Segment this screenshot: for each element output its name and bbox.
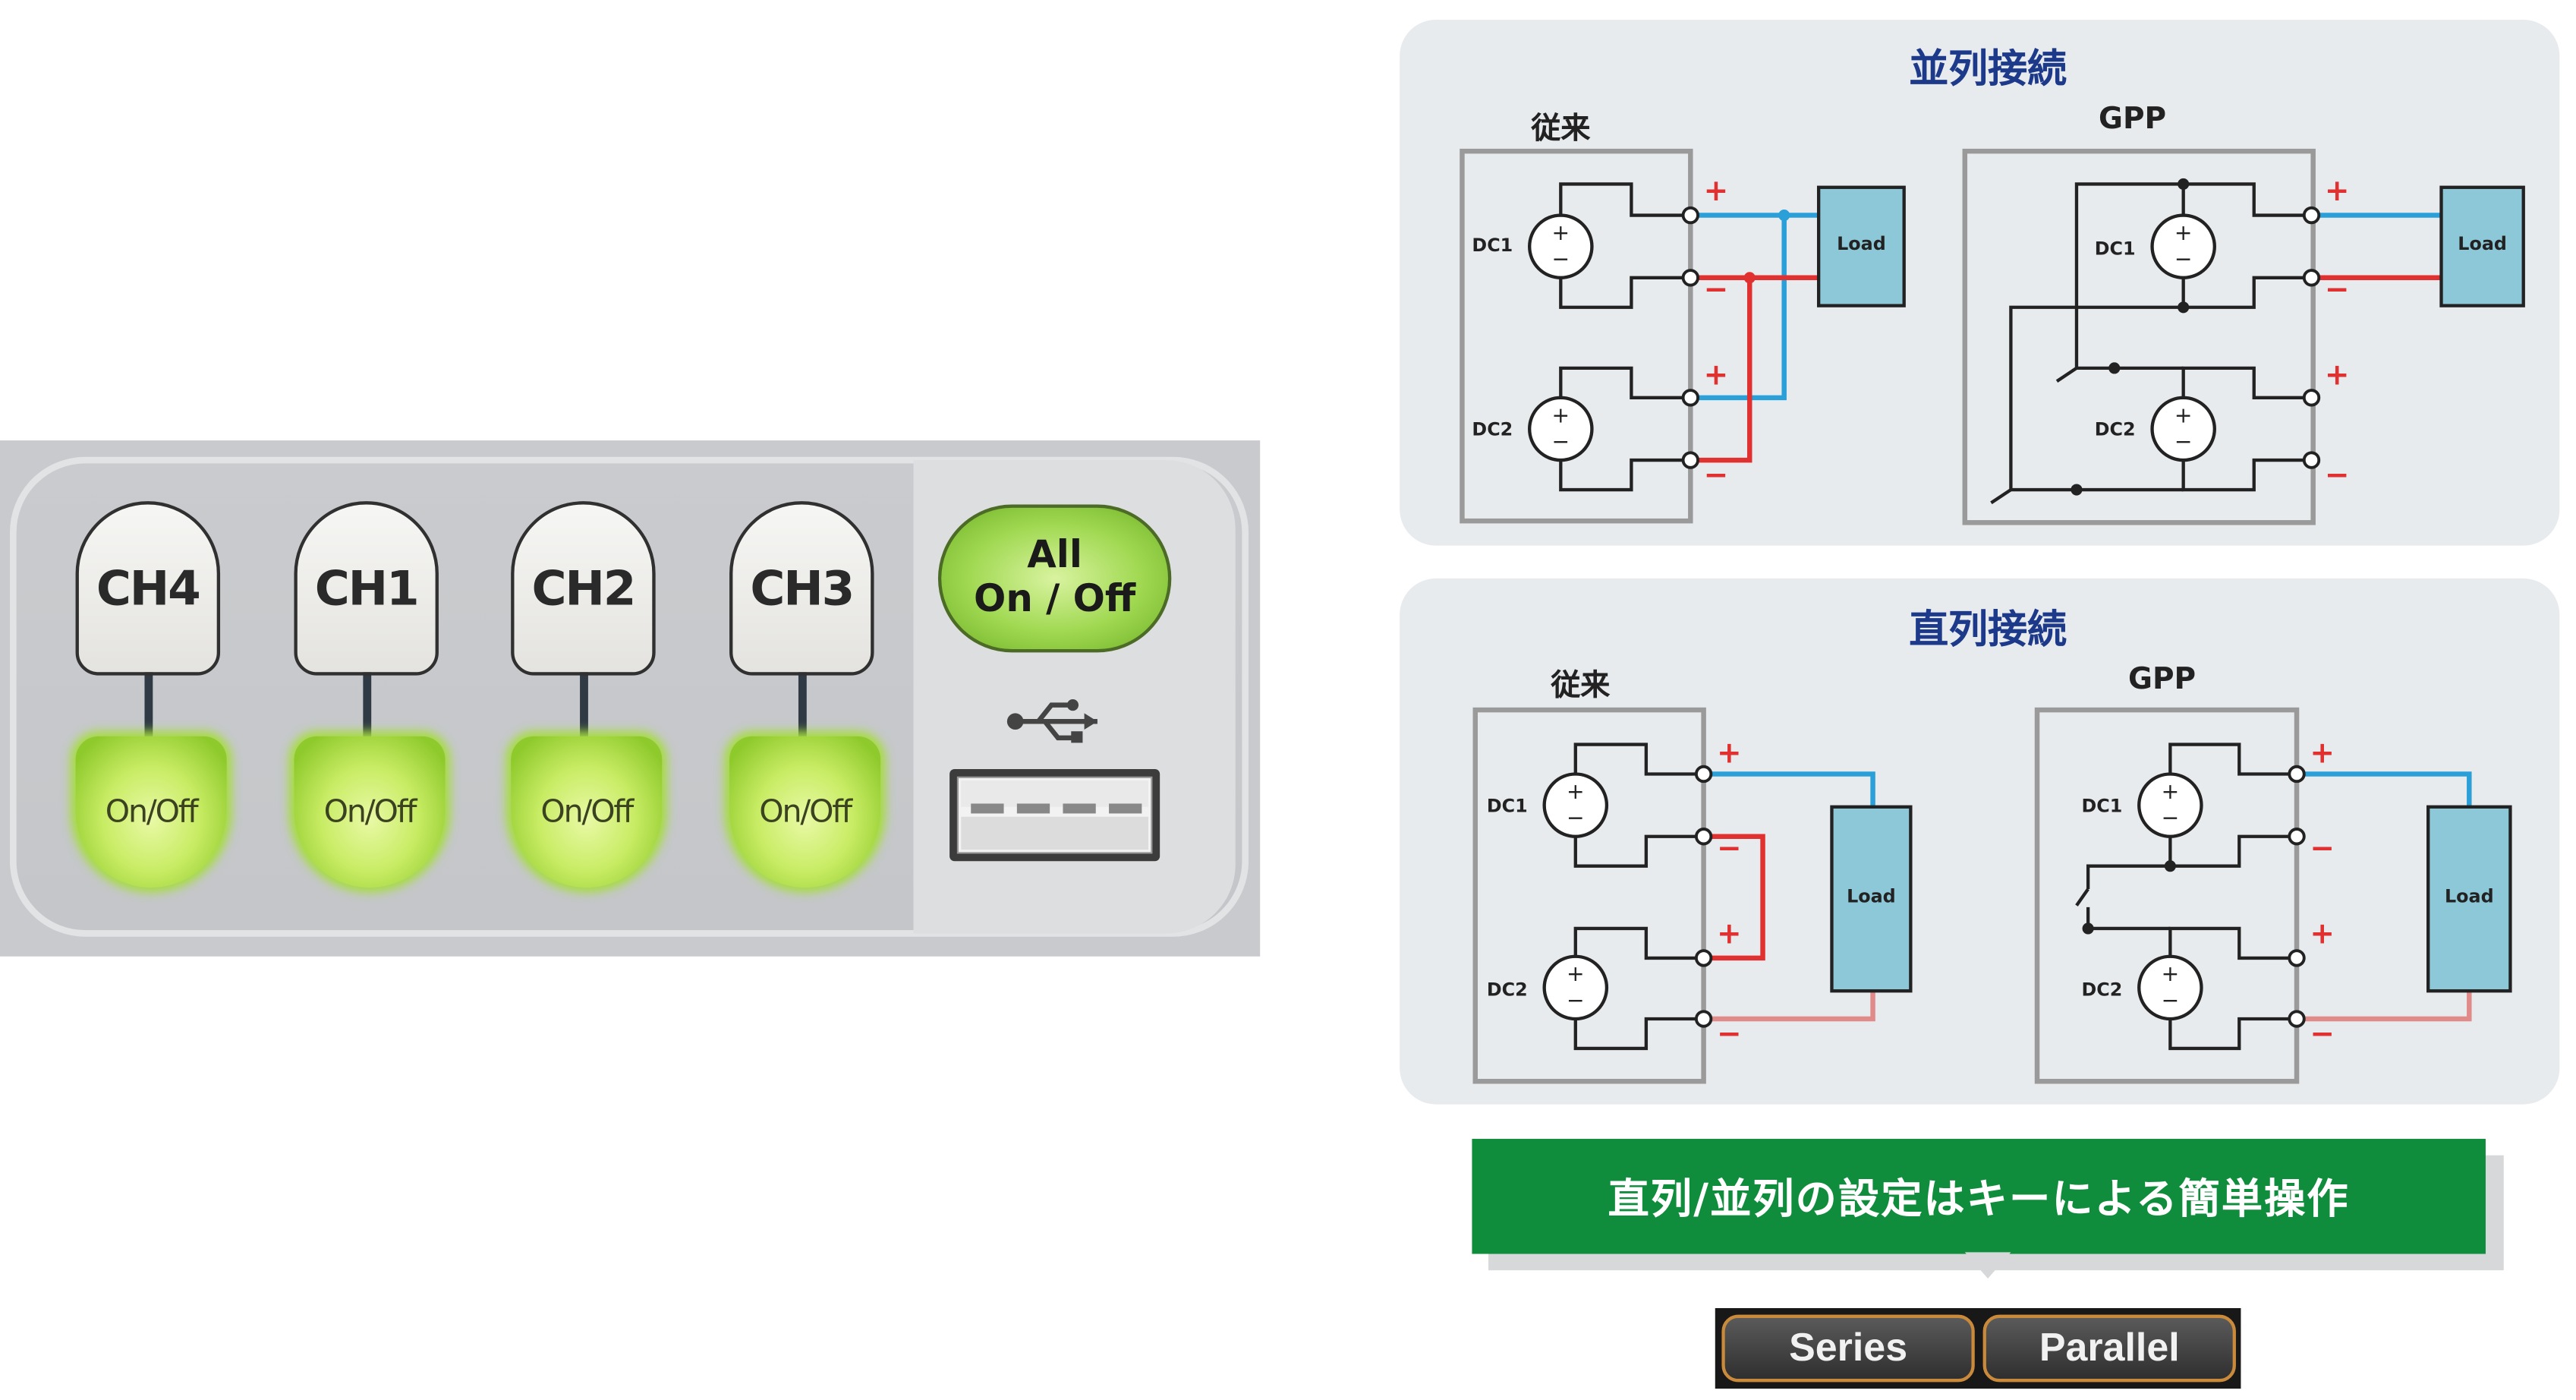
- parallel-conventional-label: 従来: [1531, 112, 1591, 147]
- series-gpp-dc1-label: DC1: [2081, 795, 2123, 817]
- minus-sign: −: [1716, 831, 1742, 866]
- key-stem: [580, 670, 588, 736]
- gpp-unit-frame: [1962, 148, 2316, 525]
- svg-text:−: −: [2162, 806, 2180, 831]
- ch1-key[interactable]: CH1: [294, 501, 439, 676]
- minus-sign: −: [1703, 273, 1729, 307]
- minus-sign: −: [1716, 1017, 1742, 1052]
- parallel-gpp-label: GPP: [2098, 102, 2167, 137]
- svg-text:−: −: [1567, 988, 1585, 1013]
- series-conv-load-label: Load: [1847, 885, 1896, 907]
- series-conventional-label: 従来: [1551, 668, 1611, 704]
- parallel-gpp-dc1-label: DC1: [2094, 238, 2136, 260]
- minus-sign: −: [2310, 831, 2335, 866]
- parallel-connection-box: [1400, 19, 2560, 546]
- series-conventional-circuit: + − + −: [1472, 707, 1913, 1084]
- plus-sign: +: [1716, 736, 1742, 771]
- parallel-gpp-circuit: + − + −: [1962, 148, 2525, 525]
- ch2-onoff-key[interactable]: On/Off: [511, 736, 663, 888]
- series-title: 直列接続: [1909, 606, 2067, 653]
- ch4-key[interactable]: CH4: [75, 501, 221, 676]
- svg-text:+: +: [1567, 961, 1585, 986]
- series-circuit-diagram: + − + − + − + −: [1472, 707, 2512, 1084]
- parallel-conventional-circuit: + − + −: [1460, 148, 1906, 524]
- plus-sign: +: [1703, 174, 1729, 209]
- parallel-gpp-load-label: Load: [2458, 233, 2507, 255]
- minus-sign: −: [2324, 458, 2350, 493]
- series-conv-dc1-label: DC1: [1486, 795, 1528, 817]
- minus-sign: −: [2310, 1017, 2335, 1052]
- key-stem: [144, 670, 153, 736]
- parallel-conv-load-label: Load: [1837, 233, 1886, 255]
- svg-text:+: +: [2174, 220, 2193, 245]
- parallel-title: 並列接続: [1909, 46, 2067, 93]
- ch2-key[interactable]: CH2: [511, 501, 656, 676]
- all-key-line2: On / Off: [973, 578, 1136, 622]
- parallel-circuit-diagram: + − + −: [1460, 148, 2525, 525]
- svg-text:+: +: [2162, 779, 2180, 804]
- series-gpp-circuit: + − + −: [2034, 707, 2512, 1084]
- parallel-conv-dc1-label: DC1: [1472, 235, 1513, 257]
- minus-sign: −: [2324, 273, 2350, 307]
- plus-sign: +: [2324, 358, 2350, 393]
- usb-icon: [1006, 699, 1097, 743]
- ch3-key[interactable]: CH3: [729, 501, 874, 676]
- all-key-line1: All: [1027, 534, 1082, 577]
- series-button[interactable]: Series: [1721, 1314, 1975, 1383]
- svg-text:+: +: [1552, 402, 1570, 427]
- plus-sign: +: [2324, 174, 2350, 209]
- svg-text:−: −: [1552, 247, 1570, 272]
- minus-sign: −: [1703, 458, 1729, 493]
- plus-sign: +: [2310, 916, 2335, 952]
- parallel-gpp-dc2-label: DC2: [2094, 418, 2136, 441]
- series-gpp-dc2-label: DC2: [2081, 979, 2123, 1001]
- plus-sign: +: [1716, 916, 1742, 952]
- all-onoff-key[interactable]: All On / Off: [937, 504, 1172, 653]
- series-gpp-label: GPP: [2127, 662, 2197, 697]
- ch1-onoff-key[interactable]: On/Off: [294, 736, 446, 888]
- svg-text:−: −: [1567, 806, 1585, 831]
- svg-text:−: −: [2174, 247, 2193, 272]
- series-conv-dc2-label: DC2: [1486, 979, 1528, 1001]
- banner: 直列/並列の設定はキーによる簡単操作: [1472, 1139, 2486, 1254]
- svg-text:+: +: [1552, 220, 1570, 245]
- svg-text:+: +: [1567, 779, 1585, 804]
- svg-text:−: −: [2174, 429, 2193, 454]
- key-stem: [363, 670, 372, 736]
- usb-port[interactable]: [948, 768, 1161, 863]
- ch3-onoff-key[interactable]: On/Off: [729, 736, 881, 888]
- ch4-onoff-key[interactable]: On/Off: [75, 736, 227, 888]
- parallel-button[interactable]: Parallel: [1982, 1314, 2236, 1383]
- svg-text:+: +: [2162, 961, 2180, 986]
- conventional-unit-frame: [1460, 148, 1693, 524]
- svg-text:+: +: [2174, 402, 2193, 427]
- svg-text:−: −: [2162, 988, 2180, 1013]
- svg-text:−: −: [1552, 429, 1570, 454]
- parallel-conv-dc2-label: DC2: [1472, 418, 1513, 441]
- banner-pointer-icon: [1964, 1252, 2011, 1279]
- load-box: [1816, 185, 1906, 307]
- plus-sign: +: [1703, 358, 1729, 393]
- series-gpp-load-label: Load: [2444, 885, 2494, 907]
- key-stem: [798, 670, 807, 736]
- plus-sign: +: [2310, 736, 2335, 771]
